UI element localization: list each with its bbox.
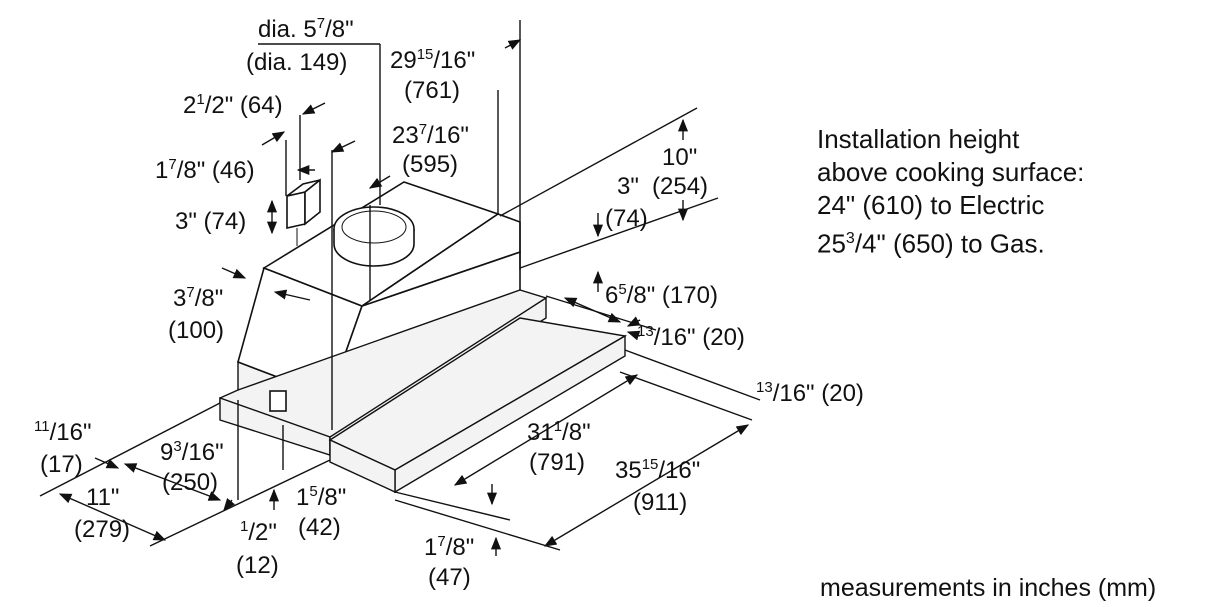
visor-gap-a-label: 13/16" (20): [637, 323, 745, 351]
total-height-in-label: 10": [662, 144, 697, 171]
duct-offset-in-label: 237/16": [392, 121, 469, 149]
hood-body: [219, 178, 628, 494]
overall-depth-mm-label: (279): [74, 516, 130, 543]
visor-gap-b-label: 13/16" (20): [756, 379, 864, 407]
frame-lip-in-label: 1/2": [240, 518, 277, 546]
frame-lip-mm-label: (12): [236, 552, 279, 579]
total-depth-in-label: 2915/16": [390, 46, 475, 74]
duct-dia-in-label: dia. 57/8": [258, 15, 354, 43]
frame-height-mm-label: (42): [298, 514, 341, 541]
housing-width-in-label: 311/8": [527, 418, 591, 446]
step-height-mm-label: (74): [605, 205, 648, 232]
step-height-in-label: 3": [617, 173, 639, 200]
visor-depth-label: 65/8" (170): [605, 281, 718, 309]
side-offset-mm-label: (100): [168, 317, 224, 344]
box-width-label: 17/8" (46): [155, 156, 255, 184]
units-note: measurements in inches (mm): [820, 574, 1157, 602]
duct-dia-mm-label: (dia. 149): [246, 49, 347, 76]
dimension-labels: dia. 57/8" (dia. 149) 2915/16" (761) 21/…: [34, 15, 864, 591]
side-offset-in-label: 37/8": [173, 284, 223, 312]
control-switch: [269, 390, 287, 412]
overall-width-mm-label: (911): [633, 489, 687, 516]
housing-depth-in-label: 93/16": [160, 438, 224, 466]
total-depth-mm-label: (761): [404, 77, 460, 104]
overall-width-in-label: 3515/16": [615, 456, 700, 484]
front-step-mm-label: (17): [40, 451, 83, 478]
junction-box-side: [304, 178, 321, 226]
box-offset-label: 21/2" (64): [183, 91, 283, 119]
duct-collar-inner: [341, 210, 407, 244]
junction-box-front: [286, 191, 306, 229]
housing-depth-mm-label: (250): [162, 469, 218, 496]
frame-height-in-label: 15/8": [296, 483, 346, 511]
overall-depth-in-label: 11": [86, 484, 119, 511]
total-height-mm-label: (254): [652, 173, 708, 200]
installation-height-note: Installation height above cooking surfac…: [817, 123, 1084, 261]
install-note-line-2: above cooking surface:: [817, 157, 1085, 187]
visor-height-mm-label: (47): [428, 564, 471, 591]
install-note-line-4: 253/4" (650) to Gas.: [817, 228, 1045, 259]
install-note-line-3: 24" (610) to Electric: [817, 190, 1045, 220]
dimension-lines: [39, 20, 761, 556]
housing-width-mm-label: (791): [529, 449, 585, 476]
box-height-label: 3" (74): [175, 208, 246, 235]
front-step-in-label: 11/16": [34, 418, 91, 446]
duct-offset-mm-label: (595): [402, 151, 458, 178]
duct-collar-wall: [333, 229, 415, 267]
visor-height-in-label: 17/8": [424, 533, 474, 561]
install-note-line-1: Installation height: [817, 124, 1020, 154]
